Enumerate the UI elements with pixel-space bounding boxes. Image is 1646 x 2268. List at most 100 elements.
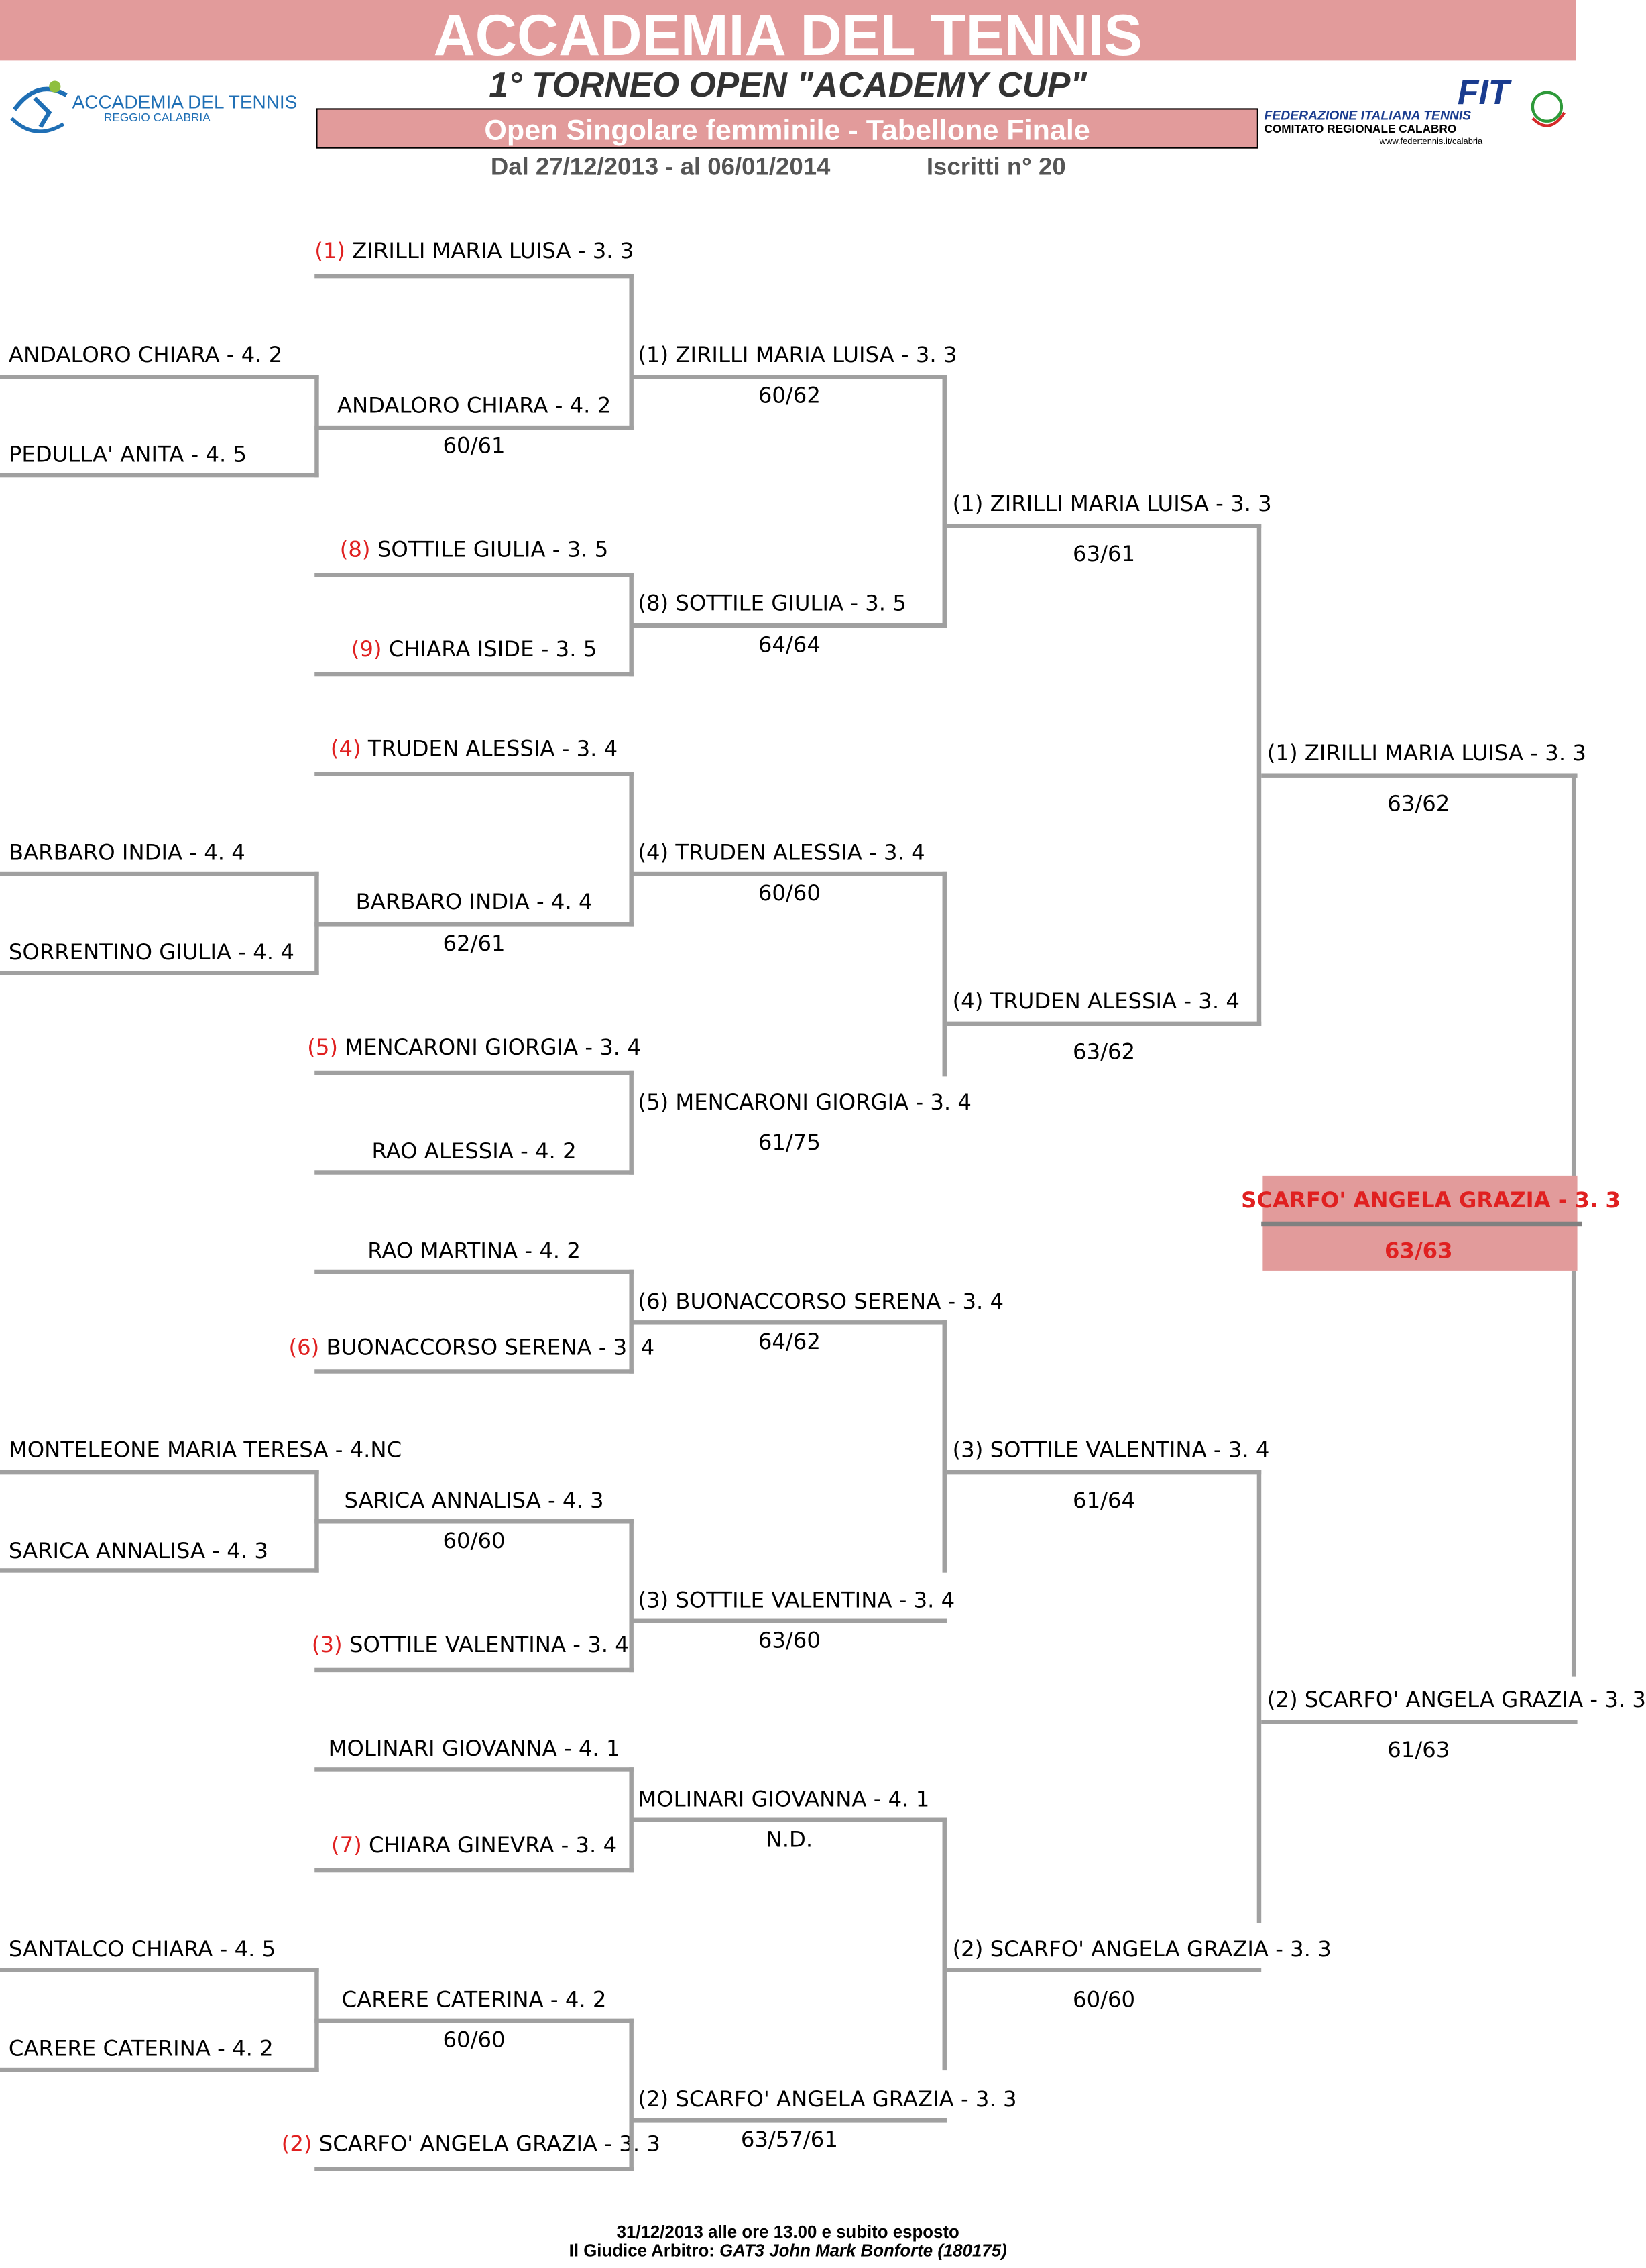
r1-player: (5) MENCARONI GIORGIA - 3. 4 — [297, 1034, 650, 1061]
bracket-line — [629, 1269, 634, 1374]
seed-number: (1) — [314, 238, 345, 264]
winner-name-text: SCARFO' ANGELA GRAZIA - 3. 3 — [1241, 1187, 1621, 1213]
r1-player: BARBARO INDIA - 4. 4 — [314, 889, 634, 915]
r0-player: CARERE CATERINA - 4. 2 — [8, 2035, 274, 2062]
player-name: TRUDEN ALESSIA - 3. 4 — [367, 735, 618, 762]
r2-player: (1) ZIRILLI MARIA LUISA - 3. 3 — [638, 342, 957, 368]
r1-player: (7) CHIARA GINEVRA - 3. 4 — [314, 1832, 634, 1858]
bracket-line — [629, 772, 634, 927]
r2-player: (2) SCARFO' ANGELA GRAZIA - 3. 3 — [638, 2086, 1017, 2112]
player-name: ANDALORO CHIARA - 4. 2 — [337, 392, 611, 419]
bracket-line — [0, 1568, 319, 1573]
r2-player: (5) MENCARONI GIORGIA - 3. 4 — [638, 1089, 972, 1116]
referee-name: GAT3 John Mark Bonforte (180175) — [719, 2241, 1007, 2261]
registered-count: Iscritti n° 20 — [926, 153, 1066, 180]
seed-number: (3) — [311, 1631, 343, 1658]
match-score: 60/60 — [758, 880, 821, 906]
r1-player: (9) CHIARA ISIDE - 3. 5 — [314, 636, 634, 662]
bracket-line — [632, 375, 947, 379]
player-name: CARERE CATERINA - 4. 2 — [341, 1986, 607, 2013]
player-name: MENCARONI GIORGIA - 3. 4 — [345, 1034, 641, 1061]
fit-line2: COMITATO REGIONALE CALABRO — [1265, 122, 1457, 135]
player-name: BARBARO INDIA - 4. 4 — [355, 888, 593, 915]
fit-logo: FIT FEDERAZIONE ITALIANA TENNIS COMITATO… — [1261, 72, 1567, 147]
bracket-line — [1256, 524, 1262, 1026]
r0-player: SANTALCO CHIARA - 4. 5 — [8, 1935, 276, 1962]
bracket-line — [629, 1767, 634, 1873]
r4-player: (1) ZIRILLI MARIA LUISA - 3. 3 — [1267, 739, 1586, 766]
player-name: RAO MARTINA - 4. 2 — [367, 1238, 581, 1264]
bracket-line — [314, 1170, 634, 1175]
fit-line3: www.federtennis.it/calabria — [1379, 136, 1483, 146]
bracket-line — [946, 1021, 1262, 1026]
match-score: 61/75 — [758, 1130, 821, 1156]
bracket-line — [314, 425, 634, 430]
r1-player: (8) SOTTILE GIULIA - 3. 5 — [314, 537, 634, 563]
player-name: SOTTILE VALENTINA - 3. 4 — [349, 1631, 629, 1658]
player-name: ZIRILLI MARIA LUISA - 3. 3 — [352, 238, 634, 264]
r2-player: (3) SOTTILE VALENTINA - 3. 4 — [638, 1587, 955, 1613]
seed-number: (2) — [281, 2131, 312, 2157]
player-name: SCARFO' ANGELA GRAZIA - 3. 3 — [318, 2131, 660, 2157]
tournament-title: 1° TORNEO OPEN "ACADEMY CUP" — [489, 66, 1087, 106]
bracket-line — [314, 772, 634, 776]
bracket-line — [629, 1519, 634, 1673]
r0-player: MONTELEONE MARIA TERESA - 4.NC — [8, 1437, 402, 1464]
r1-player: (4) TRUDEN ALESSIA - 3. 4 — [314, 736, 634, 762]
bracket-line — [942, 1320, 947, 1573]
r3-player: (4) TRUDEN ALESSIA - 3. 4 — [952, 988, 1240, 1014]
footer-timestamp: 31/12/2013 alle ore 13.00 e subito espos… — [616, 2222, 959, 2243]
seed-number: (8) — [339, 536, 371, 563]
bracket-line — [946, 524, 1262, 528]
match-score: 63/61 — [1073, 541, 1136, 567]
r1-player: (1) ZIRILLI MARIA LUISA - 3. 3 — [314, 238, 634, 264]
match-score: 60/61 — [443, 432, 506, 459]
bracket-line — [1256, 1470, 1262, 1923]
r3-player: (1) ZIRILLI MARIA LUISA - 3. 3 — [952, 490, 1272, 517]
r0-player: BARBARO INDIA - 4. 4 — [8, 839, 245, 866]
tournament-dates: Dal 27/12/2013 - al 06/01/2014 — [490, 153, 831, 180]
match-score: 64/62 — [758, 1328, 821, 1355]
player-name: SOTTILE GIULIA - 3. 5 — [377, 536, 609, 563]
match-score: 62/61 — [443, 931, 506, 957]
bracket-line — [0, 871, 319, 876]
r1-player: (2) SCARFO' ANGELA GRAZIA - 3. 3 — [281, 2131, 660, 2157]
r1-player: (3) SOTTILE VALENTINA - 3. 4 — [312, 1632, 632, 1658]
bracket-line — [314, 1519, 634, 1524]
bracket-line — [0, 1968, 319, 1972]
bracket-line — [314, 1070, 634, 1075]
r3-player: (3) SOTTILE VALENTINA - 3. 4 — [952, 1437, 1270, 1464]
winner-name: SCARFO' ANGELA GRAZIA - 3. 3 — [1241, 1187, 1621, 1213]
bracket-line — [1261, 1221, 1582, 1227]
bracket-line — [314, 672, 634, 677]
bracket-line — [942, 375, 947, 628]
r0-player: SORRENTINO GIULIA - 4. 4 — [8, 939, 294, 965]
bracket-line — [314, 274, 634, 279]
bracket-line — [629, 2018, 634, 2171]
match-score: 60/60 — [443, 1527, 506, 1554]
bracket-line — [946, 1968, 1262, 1972]
r0-player: PEDULLA' ANITA - 4. 5 — [8, 441, 247, 468]
bracket-line — [314, 1667, 634, 1673]
fit-line1: FEDERAZIONE ITALIANA TENNIS — [1265, 109, 1472, 123]
player-name: CHIARA ISIDE - 3. 5 — [388, 636, 597, 662]
seed-number: (9) — [351, 636, 382, 662]
bracket-line — [632, 1817, 947, 1822]
bracket-line — [946, 1470, 1262, 1475]
r0-player: ANDALORO CHIARA - 4. 2 — [8, 342, 283, 368]
r0-player: SARICA ANNALISA - 4. 3 — [8, 1538, 268, 1564]
bracket-line — [1261, 1720, 1578, 1724]
match-score: 63/62 — [1073, 1038, 1136, 1065]
bracket-line — [632, 1618, 947, 1623]
match-score: 60/60 — [1073, 1986, 1136, 2013]
bracket-line — [314, 573, 634, 577]
bracket-line — [314, 1868, 634, 1873]
bracket-line — [1571, 773, 1576, 1178]
match-score: 63/60 — [758, 1627, 821, 1654]
bracket-line — [0, 375, 319, 379]
bracket-line — [0, 971, 319, 975]
bracket-line — [314, 2018, 634, 2023]
match-score: N.D. — [766, 1826, 813, 1853]
bracket-line — [629, 1070, 634, 1175]
